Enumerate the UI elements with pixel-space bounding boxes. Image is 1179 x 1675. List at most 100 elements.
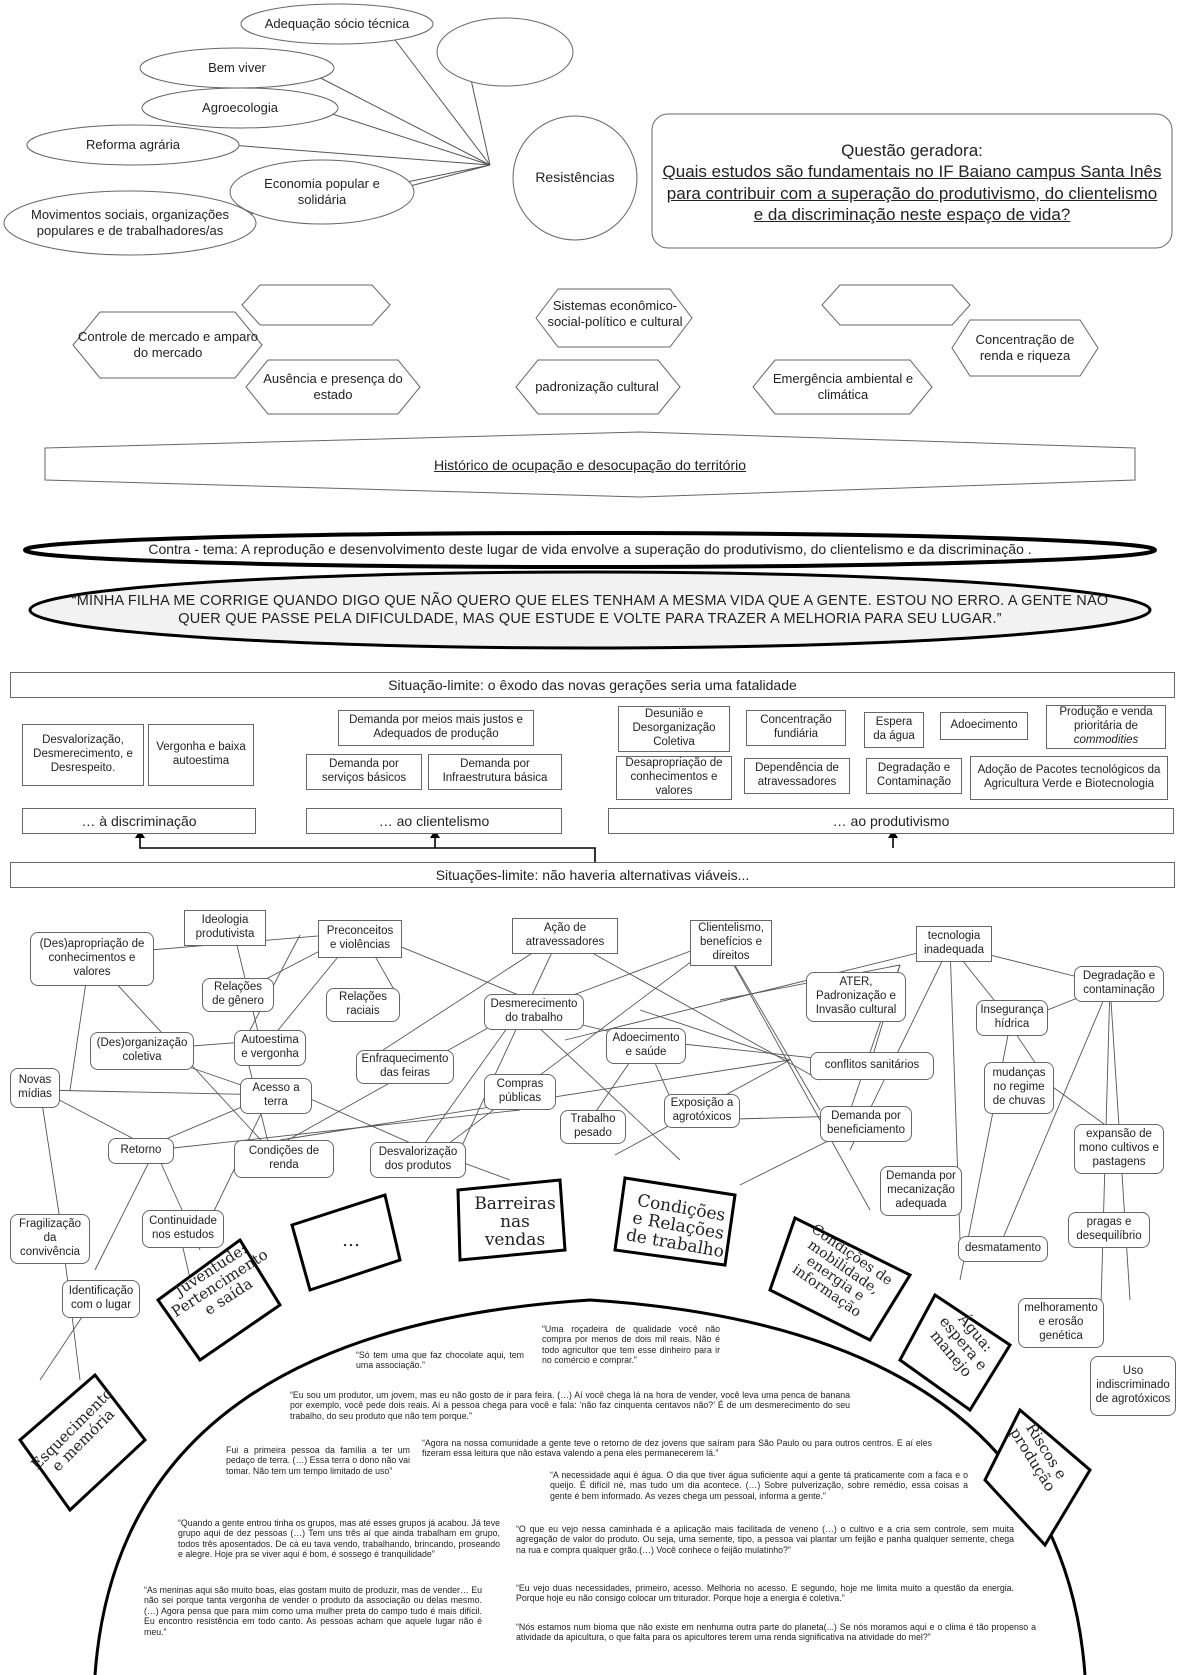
node-trabalho-pesado: Trabalho pesado	[560, 1110, 626, 1144]
node-identificacao: Identificação com o lugar	[62, 1280, 140, 1318]
node-conflitos: conflitos sanitários	[810, 1052, 934, 1080]
producao-venda-text: Produção e venda prioritária de	[1059, 706, 1153, 733]
node-clientelismo: Clientelismo, benefícios e direitos	[690, 920, 772, 966]
ellipse-reforma: Reforma agrária	[86, 136, 180, 152]
ellipse-bem-viver: Bem viver	[208, 59, 266, 75]
resistencias: Resistências	[535, 169, 615, 186]
node-retorno: Retorno	[108, 1138, 174, 1164]
node-enfraquecimento: Enfraquecimento das feiras	[356, 1050, 454, 1084]
questao-box-shape	[651, 113, 1173, 249]
node-compras: Compras públicas	[484, 1074, 556, 1110]
quote-feira: “Eu sou um produtor, um jovem, mas eu nã…	[290, 1390, 850, 1421]
hex-ausencia: Ausência e presença do estado	[263, 370, 403, 402]
arrows	[139, 834, 894, 862]
node-acao-atravessadores: Ação de atravessadores	[512, 918, 618, 954]
hex-historico: Histórico de ocupação e desocupação do t…	[433, 457, 747, 474]
ellipse-empty	[437, 20, 573, 84]
quote-bioma: “Nós estamos num bioma que não existe em…	[516, 1622, 1036, 1643]
node-acesso-terra: Acesso a terra	[240, 1078, 312, 1114]
questao-box: Questão geradora: Quais estudos são fund…	[660, 140, 1164, 225]
questao-label: Questão geradora:	[841, 141, 983, 160]
quote-retorno: “Agora na nossa comunidade a gente teve …	[422, 1438, 932, 1459]
box-vergonha: Vergonha e baixa autoestima	[148, 724, 254, 786]
quote-meninas: “As meninas aqui são muito boas, elas go…	[144, 1585, 482, 1637]
node-inseguranca: Insegurança hídrica	[976, 1000, 1048, 1036]
ellipse-economia: Economia popular e solidária	[264, 175, 380, 207]
node-desmatamento: desmatamento	[958, 1236, 1048, 1262]
node-desmerecimento: Desmerecimento do trabalho	[484, 994, 584, 1030]
node-tecnologia: tecnologia inadequada	[916, 926, 992, 962]
seg-barreiras: Barreiras nas vendas	[474, 1194, 556, 1250]
box-desuniao: Desunião e Desorganização Coletiva	[618, 706, 730, 752]
box-demanda-servicos: Demanda por serviços básicos	[306, 754, 422, 790]
citacao-shape	[28, 570, 1152, 650]
arc-area	[0, 1315, 1179, 1675]
contra-tema: Contra - tema: A reprodução e desenvolvi…	[148, 541, 1032, 558]
quote-rocadeira: “Uma roçadeira de qualidade você não com…	[542, 1324, 720, 1366]
node-expansao: expansão de mono cultivos e pastagens	[1074, 1124, 1164, 1174]
box-adocao: Adoção de Pacotes tecnológicos da Agricu…	[970, 756, 1168, 800]
box-degradacao: Degradação e Contaminação	[866, 758, 962, 794]
node-desvalorizacao: Desvalorização dos produtos	[370, 1142, 466, 1178]
commodities-text: commodities	[1073, 733, 1139, 746]
node-demanda-beneficiamento: Demanda por beneficiamento	[820, 1106, 912, 1142]
node-melhoramento: melhoramento e erosão genética	[1018, 1298, 1104, 1348]
node-demanda-mecanizacao: Demanda por mecanização adequada	[880, 1166, 962, 1216]
node-ater: ATER, Padronização e Invasão cultural	[806, 972, 906, 1022]
node-autoestima: Autoestima e vergonha	[234, 1030, 306, 1066]
node-relacoes-genero: Relações de gênero	[202, 978, 274, 1012]
hex-concentracao: Concentração de renda e riqueza	[975, 331, 1075, 363]
box-concentracao-fundiaria: Concentração fundiária	[746, 710, 846, 746]
quote-veneno: “O que eu vejo nessa caminhada é a aplic…	[516, 1524, 1014, 1555]
discriminacao-label: … à discriminação	[22, 808, 256, 834]
quote-energia: “Eu vejo duas necessidades, primeiro, ac…	[516, 1583, 1014, 1604]
situacoes-limite-bottom: Situações-limite: não haveria alternativ…	[10, 862, 1175, 888]
node-continuidade: Continuidade nos estudos	[142, 1210, 224, 1248]
box-desapropriacao: Desapropriação de conhecimentos e valore…	[616, 756, 732, 800]
quote-terra: Fui a primeira pessoa da família a ter u…	[226, 1445, 410, 1476]
situacao-limite-title: Situação-limite: o êxodo das novas geraç…	[10, 672, 1175, 698]
node-desorganizacao: (Des)organização coletiva	[90, 1032, 194, 1070]
produtivismo-label: … ao produtivismo	[608, 808, 1174, 834]
box-desvalorizacao: Desvalorização, Desmerecimento, e Desres…	[22, 724, 144, 786]
quote-grupos: “Quando a gente entrou tinha os grupos, …	[178, 1518, 500, 1560]
node-relacoes-raciais: Relações raciais	[326, 988, 400, 1022]
node-condicoes-renda: Condições de renda	[234, 1140, 334, 1178]
box-adoecimento: Adoecimento	[940, 712, 1028, 740]
node-novas-midias: Novas mídias	[10, 1068, 60, 1108]
ellipse-adequacao: Adequação sócio técnica	[264, 15, 410, 31]
box-producao-venda: Produção e venda prioritária de commodit…	[1046, 705, 1166, 749]
arc-segments	[17, 1176, 1092, 1548]
citacao-principal: “MINHA FILHA ME CORRIGE QUANDO DIGO QUE …	[71, 592, 1109, 627]
hex-sistemas: Sistemas econômico-social-político e cul…	[547, 297, 683, 329]
quote-chocolate: “Só tem uma que faz chocolate aqui, tem …	[356, 1350, 524, 1371]
node-exposicao: Exposição a agrotóxicos	[664, 1094, 740, 1128]
ellipse-agroecologia: Agroecologia	[202, 99, 278, 115]
hex-controle: Controle de mercado e amparo do mercado	[78, 328, 258, 360]
node-adoecimento: Adoecimento e saúde	[606, 1028, 686, 1064]
box-demanda-meios: Demanda por meios mais justos e Adequado…	[338, 710, 534, 746]
ellipse-movimentos: Movimentos sociais, organizações popular…	[31, 206, 229, 238]
quote-agua: “A necessidade aqui é água. O dia que ti…	[550, 1470, 968, 1501]
seg-reticencias: …	[342, 1230, 360, 1251]
node-pragas: pragas e desequilíbrio	[1068, 1212, 1150, 1248]
hex-padronizacao: padronização cultural	[535, 378, 659, 394]
node-ideologia: Ideologia produtivista	[184, 910, 266, 946]
box-dependencia: Dependência de atravessadores	[744, 758, 850, 794]
hex-emergencia: Emergência ambiental e climática	[772, 370, 914, 402]
node-uso-agrotoxicos: Uso indiscriminado de agrotóxicos	[1090, 1356, 1176, 1416]
contra-tema-shape	[23, 531, 1157, 569]
hexagons	[44, 284, 1136, 498]
top-ellipses	[3, 3, 638, 256]
clientelismo-label: … ao clientelismo	[306, 808, 562, 834]
node-degradacao: Degradação e contaminação	[1074, 966, 1164, 1002]
node-preconceitos: Preconceitos e violências	[318, 920, 402, 958]
node-mudancas: mudanças no regime de chuvas	[984, 1062, 1054, 1114]
node-desapropriacao: (Des)apropriação de conhecimentos e valo…	[30, 932, 154, 986]
questao-text: Quais estudos são fundamentais no IF Bai…	[662, 162, 1162, 224]
node-fragilizacao: Fragilização da convivência	[10, 1214, 90, 1264]
arrowheads	[135, 830, 898, 838]
box-demanda-infra: Demanda por Infraestrutura básica	[428, 754, 562, 790]
box-espera-agua: Espera da água	[864, 712, 924, 748]
